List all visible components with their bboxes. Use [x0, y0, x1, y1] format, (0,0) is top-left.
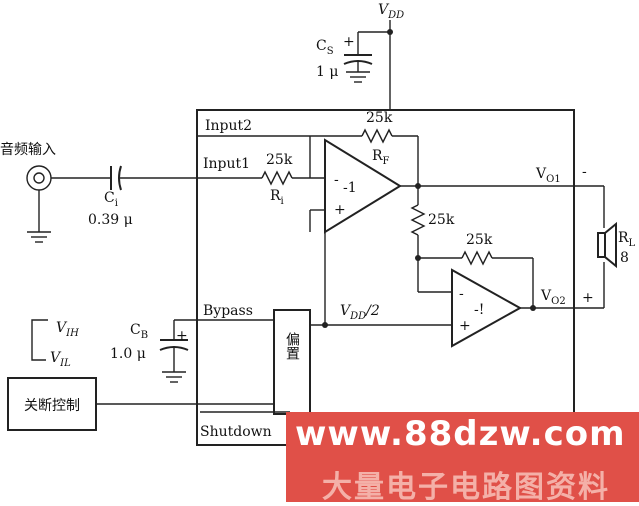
- amp2-triangle: [451, 268, 523, 348]
- cb-plate-bottom: [159, 346, 189, 351]
- cb-name: CB: [130, 322, 148, 341]
- bias-block: [273, 309, 311, 415]
- amp2-plus: +: [459, 318, 471, 334]
- cs-plus: +: [343, 34, 355, 50]
- rf-resistor: [361, 128, 393, 144]
- watermark-caption: 大量电子电路图资料: [322, 470, 610, 505]
- vo2-sign: +: [582, 290, 594, 306]
- pin-shutdown: Shutdown: [200, 424, 272, 440]
- fb2-resistor: [461, 250, 493, 266]
- vo2-label: VO2: [540, 288, 566, 307]
- ri-resistor: [261, 170, 293, 186]
- amp1-minus: -: [334, 172, 339, 188]
- speaker-cone: [604, 221, 617, 269]
- watermark-banner: [286, 412, 639, 502]
- pin-input2: Input2: [205, 118, 252, 134]
- jack-inner: [33, 172, 45, 184]
- vdd-label: VDD: [378, 2, 404, 21]
- cb-value: 1.0 μ: [110, 346, 146, 362]
- cs-value: 1 μ: [316, 64, 338, 80]
- mid-resistor: [410, 204, 426, 236]
- bias-label: 偏置: [284, 332, 300, 360]
- cb-plus: +: [176, 328, 188, 344]
- vih-label: VIH: [56, 320, 79, 339]
- rf-value: 25k: [366, 110, 393, 126]
- mid-res-value: 25k: [428, 212, 455, 228]
- amp1-plus: +: [334, 202, 346, 218]
- vo1-sign: -: [582, 164, 587, 180]
- rf-name: RF: [372, 148, 390, 167]
- vo1-label: VO1: [535, 166, 561, 185]
- vdd2-node: [322, 322, 328, 328]
- ci-name: Ci: [104, 190, 118, 209]
- vdd2-label: VDD/2: [340, 303, 380, 322]
- ci-plate-right: [118, 165, 122, 191]
- pin-input1: Input1: [203, 156, 250, 172]
- amp1-gain: -1: [343, 180, 357, 196]
- amp1-triangle: [324, 138, 402, 234]
- ri-name: Ri: [270, 188, 284, 207]
- load-name: RL: [618, 230, 636, 249]
- audio-in-label: 音频输入: [0, 141, 56, 158]
- shutdown-control-label: 关断控制: [24, 398, 80, 414]
- jack-outer: [26, 165, 52, 191]
- fb2-value: 25k: [466, 232, 493, 248]
- speaker-body: [597, 232, 606, 258]
- amp2-minus: -: [459, 286, 464, 302]
- load-value: 8: [620, 250, 629, 266]
- amp2-gain: -!: [474, 302, 484, 318]
- watermark-site: www.88dzw.com: [295, 414, 626, 454]
- ri-value: 25k: [266, 152, 293, 168]
- logic-waveform-high: [31, 319, 48, 338]
- cs-plate-bottom: [343, 60, 373, 65]
- vil-label: VIL: [50, 350, 71, 369]
- logic-waveform-low: [31, 338, 46, 361]
- ci-value: 0.39 μ: [88, 212, 133, 228]
- cs-name: CS: [316, 38, 334, 57]
- pin-bypass: Bypass: [203, 303, 253, 319]
- vo2-node: [530, 305, 536, 311]
